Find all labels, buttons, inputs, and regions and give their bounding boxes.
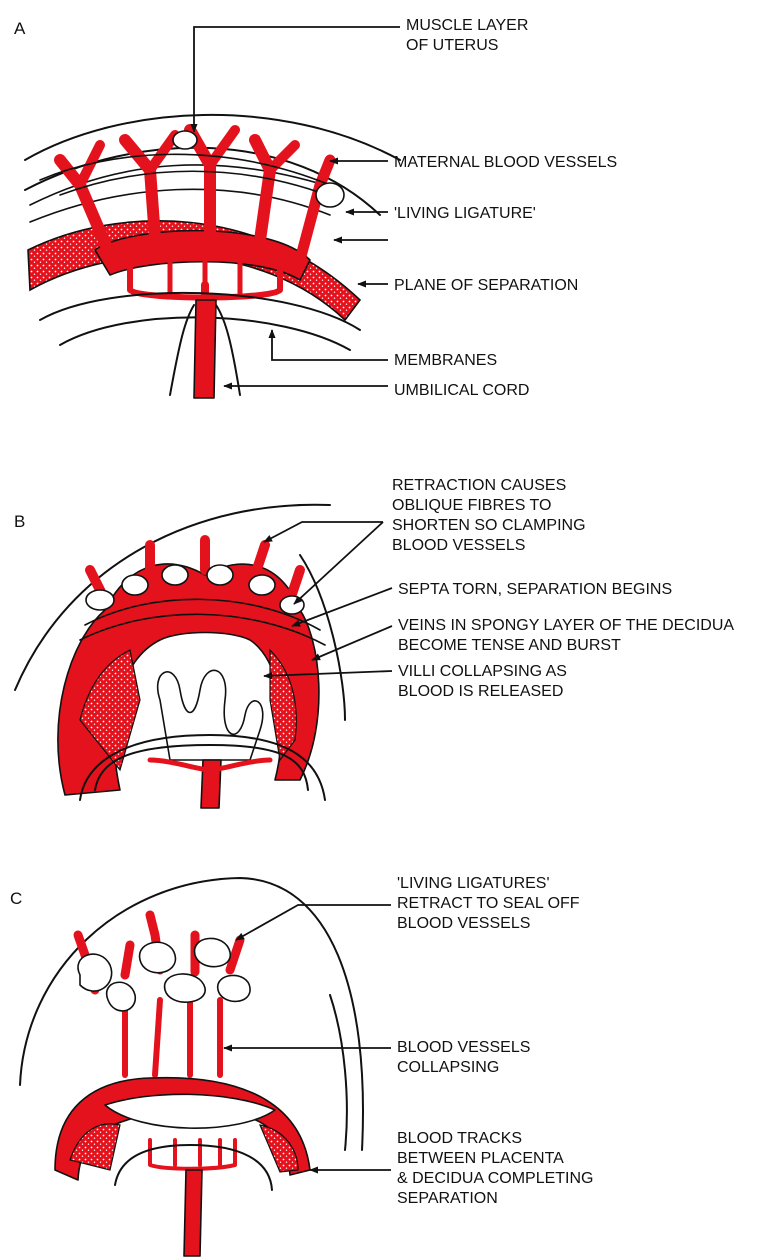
arrow-muscle-layer bbox=[194, 27, 400, 132]
panel-b: B bbox=[14, 477, 738, 808]
label-living-ligatures: 'LIVING LIGATURES' RETRACT TO SEAL OFF B… bbox=[397, 875, 584, 932]
arrow-veins-spongy-layer bbox=[312, 626, 392, 660]
arrow-living-ligatures bbox=[236, 905, 391, 940]
label-septa-torn: SEPTA TORN, SEPARATION BEGINS bbox=[398, 581, 672, 598]
umbilical-cord bbox=[194, 300, 216, 398]
panel-c: C bbox=[10, 875, 598, 1256]
living-ligature-loop bbox=[316, 183, 344, 207]
panel-a: A bbox=[14, 17, 617, 399]
label-muscle-layer: MUSCLE LAYER OF UTERUS bbox=[406, 17, 533, 54]
arrow-septa-torn bbox=[292, 588, 392, 626]
label-umbilical-cord: UMBILICAL CORD bbox=[394, 382, 529, 399]
muscle-fibre bbox=[30, 189, 330, 222]
panel-a-letter: A bbox=[14, 19, 26, 38]
panel-c-letter: C bbox=[10, 889, 22, 908]
label-veins-spongy-layer: VEINS IN SPONGY LAYER OF THE DECIDUA BEC… bbox=[398, 617, 738, 654]
label-plane-of-separation: PLANE OF SEPARATION bbox=[394, 277, 578, 294]
label-maternal-blood-vessels: MATERNAL BLOOD VESSELS bbox=[394, 154, 617, 171]
living-ligatures bbox=[78, 938, 250, 1011]
oblique-fibre bbox=[60, 171, 340, 200]
label-villi-collapsing: VILLI COLLAPSING AS BLOOD IS RELEASED bbox=[398, 663, 571, 700]
label-living-ligature: 'LIVING LIGATURE' bbox=[394, 205, 536, 222]
label-blood-tracks: BLOOD TRACKS BETWEEN PLACENTA & DECIDUA … bbox=[397, 1130, 598, 1207]
arrow-retraction-2 bbox=[294, 522, 383, 604]
panel-b-letter: B bbox=[14, 512, 25, 531]
umbilical-cord bbox=[184, 1170, 202, 1256]
label-membranes: MEMBRANES bbox=[394, 352, 497, 369]
uterus-inner-line bbox=[330, 995, 347, 1150]
label-blood-vessels-collapsing: BLOOD VESSELS COLLAPSING bbox=[397, 1039, 535, 1076]
arrow-membranes bbox=[272, 330, 388, 360]
fibre-loop bbox=[173, 131, 197, 149]
label-retraction: RETRACTION CAUSES OBLIQUE FIBRES TO SHOR… bbox=[392, 477, 590, 554]
